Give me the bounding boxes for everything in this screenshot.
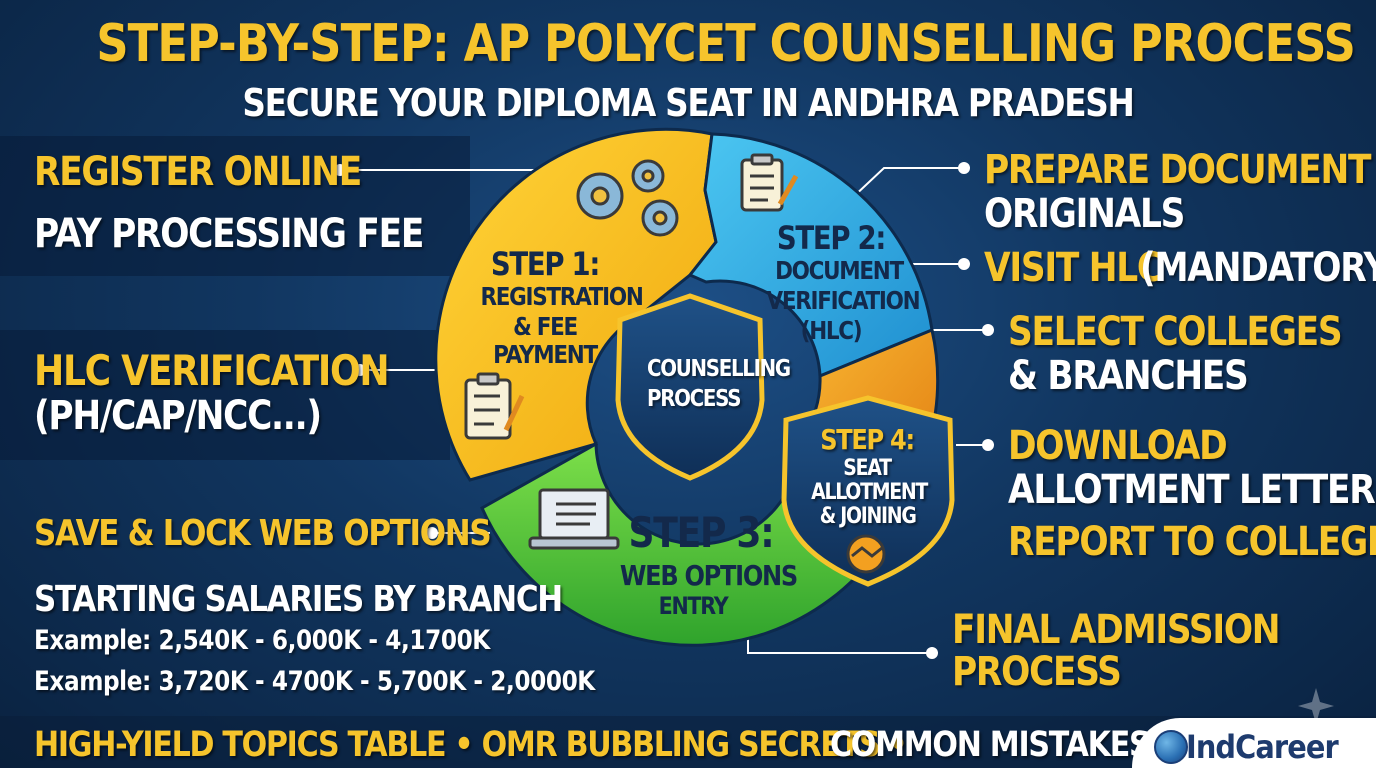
report-college-label: REPORT TO COLLEGE [1008,519,1376,565]
step4-shield [781,395,955,587]
step1-line3: PAYMENT [493,340,598,369]
originals-label: ORIGINALS [984,191,1185,237]
prepare-document-label: PREPARE DOCUMENT [984,147,1371,193]
step2-line3: (HLC) [800,316,863,345]
step1-title: STEP 1: [490,245,601,283]
center-label-line1: COUNSELLING [647,356,791,382]
clipboard-icon [464,372,525,440]
page-title: STEP-BY-STEP: AP POLYCET COUNSELLING PRO… [96,14,1356,74]
indcareer-logo: IndCareer [1186,728,1339,766]
step2-line2: VERIFICATION [766,286,921,315]
step1-line2: & FEE [513,312,578,341]
center-shield [615,293,765,481]
left-panel-top [0,136,470,276]
final-admission-label-1: FINAL ADMISSION [952,607,1281,653]
step4-title: STEP 4: [820,423,915,456]
select-colleges-label: SELECT COLLEGES [1008,309,1343,355]
visit-hlc-label: VISIT HLC [984,245,1162,291]
left-panel-mid [0,330,450,460]
mandatory-label: (MANDATORY) [1140,245,1376,291]
step4-line3: & JOINING [819,504,917,529]
step4-line2: ALLOTMENT [811,480,928,505]
step4-line1: SEAT [843,456,892,481]
step3-line2: ENTRY [658,592,729,620]
step3-title: STEP 3: [628,508,775,557]
download-label: DOWNLOAD [1008,423,1228,469]
branches-label: & BRANCHES [1008,353,1249,399]
globe-icon [1154,730,1188,764]
step1-line1: REGISTRATION [480,282,644,311]
pay-fee-label: PAY PROCESSING FEE [34,211,424,257]
footer-topics: HIGH-YIELD TOPICS TABLE • OMR BUBBLING S… [34,725,908,765]
step2-line1: DOCUMENT [775,256,904,285]
step3-line1: WEB OPTIONS [619,559,798,592]
gears-icon [576,159,679,237]
laptop-icon [528,488,620,550]
footer-mistakes: COMMON MISTAKES [830,725,1151,765]
handshake-icon [846,534,886,574]
register-online-label: REGISTER ONLINE [34,149,362,195]
salary-example-1: Example: 2,540K - 6,000K - 4,1700K [34,625,490,656]
page-subtitle: SECURE YOUR DIPLOMA SEAT IN ANDHRA PRADE… [242,81,1134,125]
checklist-icon [740,153,799,212]
hlc-categories-label: (PH/CAP/NCC...) [34,393,322,439]
step2-title: STEP 2: [776,219,887,257]
logo-text-full: IndCareer [1186,728,1339,766]
salaries-title: STARTING SALARIES BY BRANCH [34,579,563,620]
salary-example-2: Example: 3,720K - 4700K - 5,700K - 2,000… [34,666,595,697]
sparkle-icon [1298,688,1334,724]
final-admission-label-2: PROCESS [952,649,1122,695]
save-lock-label: SAVE & LOCK WEB OPTIONS [34,513,492,554]
center-label-line2: PROCESS [647,386,741,412]
allotment-letter-label: ALLOTMENT LETTER [1008,467,1376,513]
hlc-verification-label: HLC VERIFICATION [34,346,390,395]
